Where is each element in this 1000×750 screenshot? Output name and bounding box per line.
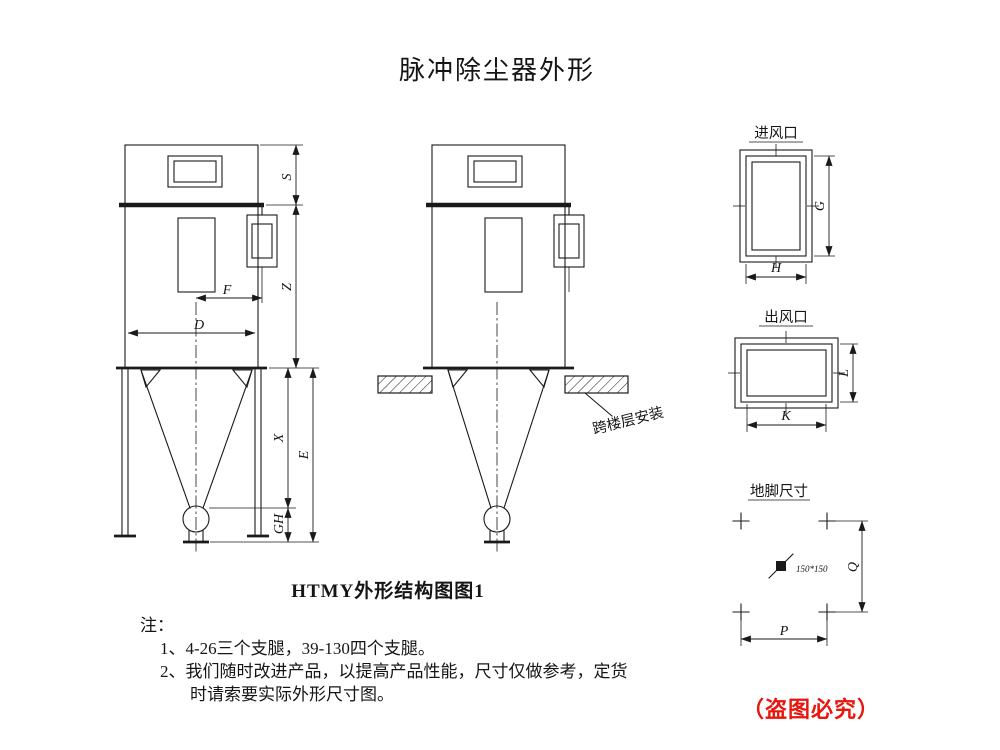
- outlet-title: 出风口: [764, 309, 808, 326]
- dim-label-p: P: [779, 624, 789, 639]
- front-view-drawing: F D: [114, 144, 278, 552]
- cross-floor-label: 跨楼层安装: [591, 404, 665, 438]
- anchor-title: 地脚尺寸: [750, 483, 808, 500]
- dim-label-s: S: [280, 174, 295, 181]
- note-line: 时请索要实际外形尺寸图。: [190, 685, 394, 704]
- dim-label-e: E: [297, 450, 312, 460]
- bolt-size-label: 150*150: [796, 564, 828, 574]
- dim-label-x: X: [272, 433, 287, 443]
- dim-label-k: K: [780, 409, 791, 424]
- dim-label-g: G: [813, 201, 828, 211]
- inlet-title: 进风口: [754, 125, 798, 142]
- dim-label-h: H: [770, 261, 782, 276]
- dim-label-gh: GH: [272, 513, 287, 534]
- dim-label-f: F: [222, 283, 232, 298]
- outlet-detail-drawing: 出风口 L K: [728, 309, 858, 432]
- dim-label-q: Q: [846, 562, 861, 572]
- cross-floor-view-drawing: 跨楼层安装: [377, 144, 665, 552]
- page-title: 脉冲除尘器外形: [399, 56, 595, 85]
- copyright-warning: （盗图必究）: [742, 697, 880, 722]
- anchor-bolt-layout-drawing: 地脚尺寸 150*150 Q P: [732, 483, 868, 646]
- note-line: 2、我们随时改进产品，以提高产品性能，尺寸仅做参考，定货: [160, 662, 628, 681]
- figure-caption: HTMY外形结构图图1: [291, 579, 485, 602]
- front-view-dimensions: S Z X GH E: [209, 144, 319, 543]
- dim-label-l: L: [837, 369, 852, 378]
- dim-label-z: Z: [280, 283, 295, 291]
- inlet-detail-drawing: 进风口 G H: [733, 125, 835, 284]
- notes-heading: 注：: [140, 616, 174, 635]
- note-line: 1、4-26三个支腿，39-130四个支腿。: [160, 639, 435, 658]
- dim-label-d: D: [193, 318, 204, 333]
